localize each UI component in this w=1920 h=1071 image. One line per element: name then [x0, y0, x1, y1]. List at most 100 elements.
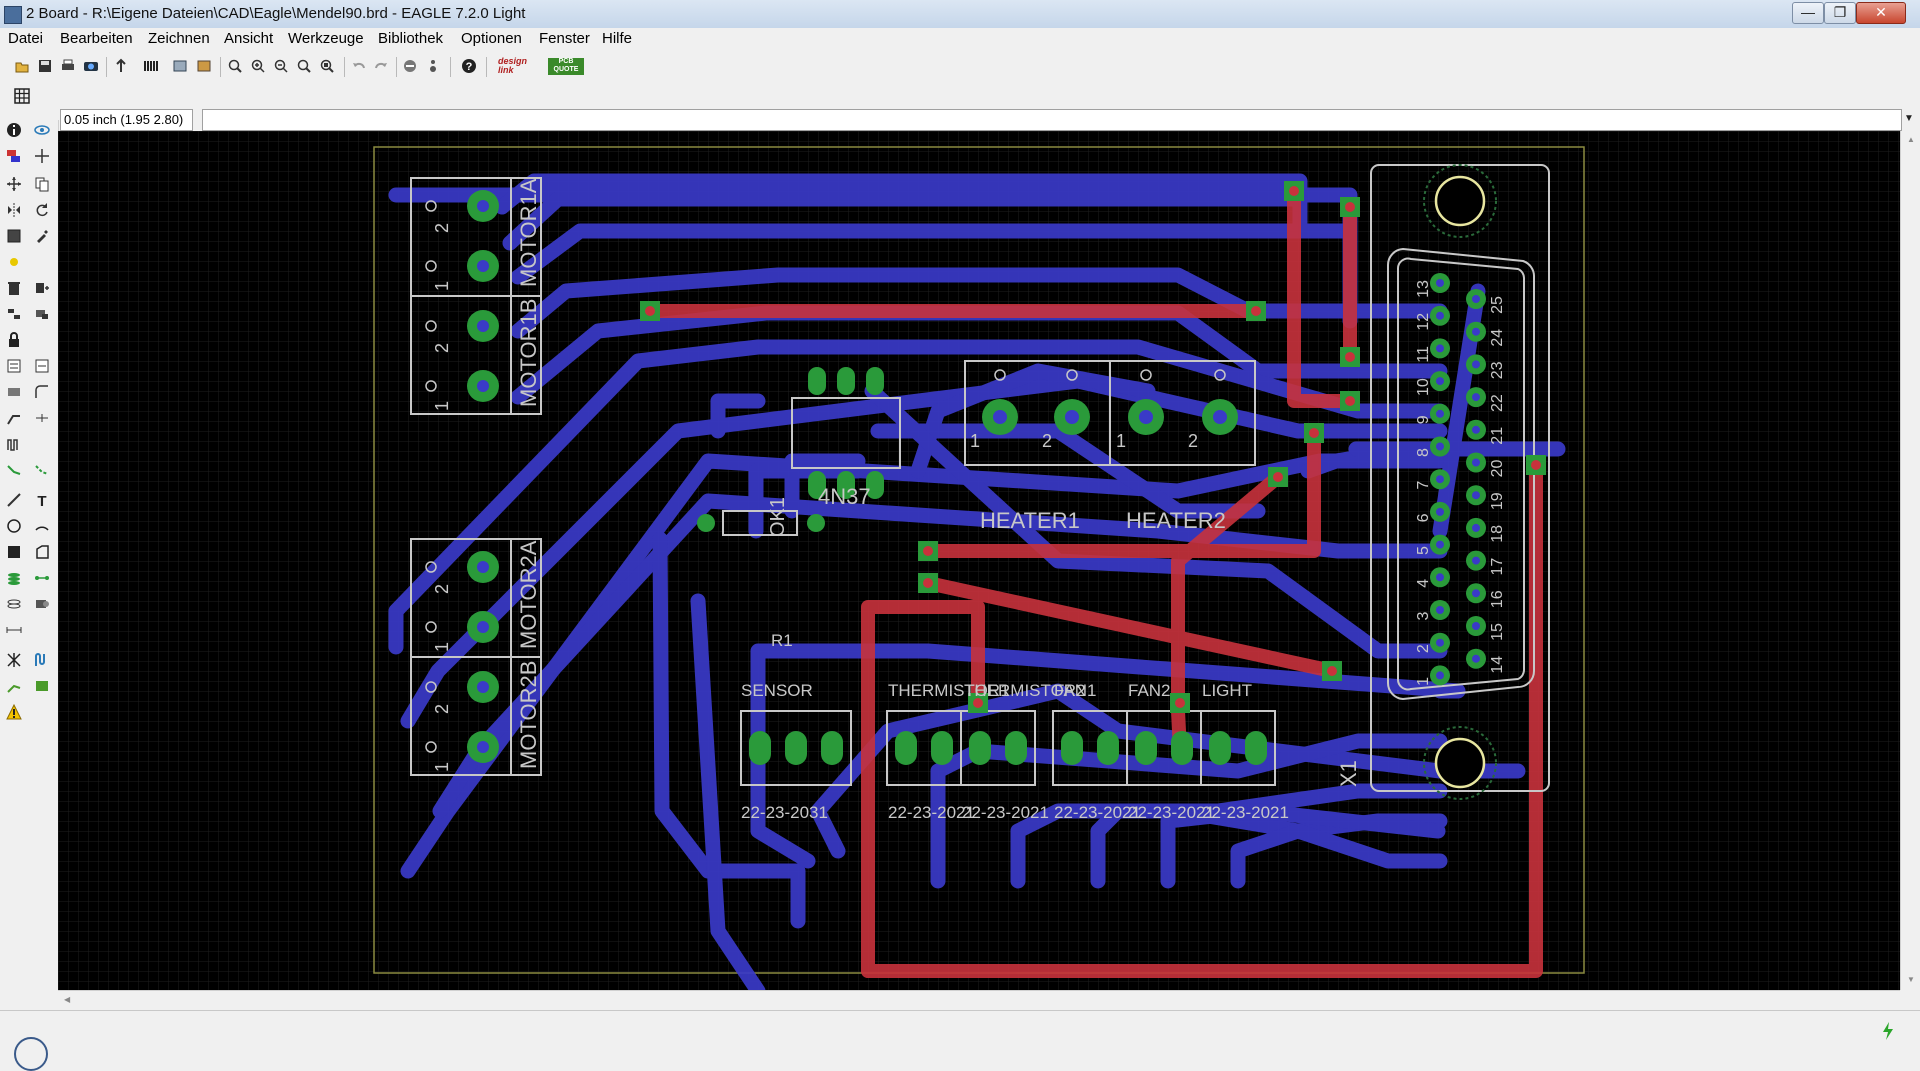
replace-icon[interactable]	[6, 306, 22, 322]
optimize-icon[interactable]	[34, 410, 50, 426]
lock-icon[interactable]	[34, 306, 50, 322]
name-icon[interactable]	[6, 358, 22, 374]
dsub-pin-label: 20	[1489, 460, 1506, 478]
arc-icon[interactable]	[34, 518, 50, 534]
motor1b-pads	[467, 310, 499, 402]
dsub-pin-drill	[1472, 523, 1480, 532]
circle-icon[interactable]	[6, 518, 22, 534]
vertical-scrollbar[interactable]: ▲ ▼	[1900, 131, 1920, 990]
ulp-icon[interactable]	[196, 58, 212, 74]
rotate-icon[interactable]	[34, 202, 50, 218]
wire-icon[interactable]	[6, 492, 22, 508]
dsub-pin-drill	[1472, 458, 1480, 467]
rect-icon[interactable]	[6, 544, 22, 560]
smash-icon[interactable]	[6, 384, 22, 400]
menu-bearbeiten[interactable]: Bearbeiten	[60, 30, 133, 47]
display-layers-icon[interactable]	[6, 148, 22, 164]
scroll-up-icon[interactable]: ▲	[1907, 135, 1915, 144]
value-icon[interactable]	[34, 358, 50, 374]
dsub-pin-drill	[1436, 573, 1444, 582]
meander-icon[interactable]	[6, 436, 22, 452]
dsub-pin-label: 24	[1489, 329, 1506, 347]
grid-icon[interactable]	[14, 88, 30, 104]
lock-part-icon[interactable]	[6, 332, 22, 348]
via	[918, 573, 938, 593]
menu-hilfe[interactable]: Hilfe	[602, 30, 633, 47]
save-icon[interactable]	[37, 58, 53, 74]
scroll-left-icon[interactable]: ◀	[64, 995, 71, 1004]
mirror-icon[interactable]	[6, 202, 22, 218]
scroll-down-icon[interactable]: ▼	[1907, 975, 1915, 984]
ripup-icon[interactable]	[34, 462, 50, 478]
print-icon[interactable]	[60, 58, 76, 74]
copy-icon[interactable]	[34, 176, 50, 192]
maximize-button[interactable]: ❐	[1824, 2, 1856, 24]
redo-icon[interactable]	[373, 58, 389, 74]
autorouter-icon[interactable]	[34, 652, 50, 668]
zoom-fit-icon[interactable]	[227, 58, 243, 74]
group-icon[interactable]	[6, 228, 22, 244]
zoom-out-icon[interactable]	[273, 58, 289, 74]
redraw-icon[interactable]	[296, 58, 312, 74]
dsub-pin-label: 11	[1415, 346, 1432, 363]
menu-zeichnen[interactable]: Zeichnen	[148, 30, 210, 47]
split-icon[interactable]	[6, 410, 22, 426]
delete-icon[interactable]	[6, 280, 22, 296]
command-history-dropdown-icon[interactable]: ▼	[1904, 113, 1914, 124]
drc-warning-icon[interactable]	[6, 704, 22, 720]
pcb-quote-icon[interactable]: PCB QUOTE	[548, 58, 584, 75]
text-icon[interactable]: T	[34, 492, 50, 508]
change-icon[interactable]	[34, 228, 50, 244]
menu-datei[interactable]: Datei	[8, 30, 44, 47]
mark-icon[interactable]	[34, 148, 50, 164]
info-icon[interactable]	[6, 122, 22, 138]
eagle-app-icon[interactable]	[4, 6, 22, 24]
design-link-icon[interactable]: design link	[498, 57, 540, 77]
undo-icon[interactable]	[351, 58, 367, 74]
minimize-button[interactable]: —	[1792, 2, 1824, 24]
command-toolbar: T	[0, 120, 59, 1000]
menu-bibliothek[interactable]: Bibliothek	[378, 30, 444, 47]
close-button[interactable]: ✕	[1856, 2, 1906, 24]
horizontal-scrollbar[interactable]: ◀	[58, 990, 1900, 1011]
via-icon[interactable]	[6, 570, 22, 586]
use-library-icon[interactable]	[143, 58, 159, 74]
paste-icon[interactable]	[6, 254, 22, 270]
zoom-select-icon[interactable]	[319, 58, 335, 74]
board-drawing[interactable]: 1312111098765432125242322212019181716151…	[58, 131, 1900, 990]
menu-fenster[interactable]: Fenster	[539, 30, 590, 47]
help-icon[interactable]: ?	[461, 58, 477, 74]
polygon-icon[interactable]	[34, 544, 50, 560]
zoom-in-icon[interactable]	[250, 58, 266, 74]
via	[1268, 467, 1288, 487]
open-icon[interactable]	[14, 58, 30, 74]
move-icon[interactable]	[6, 176, 22, 192]
pad	[1209, 731, 1231, 765]
script-icon[interactable]	[172, 58, 188, 74]
command-input[interactable]	[202, 109, 1902, 131]
cam-processor-icon[interactable]	[83, 58, 99, 74]
show-icon[interactable]	[34, 122, 50, 138]
signal-icon[interactable]	[34, 570, 50, 586]
bottom-trace	[510, 267, 1448, 339]
follow-me-icon[interactable]	[6, 678, 22, 694]
dimension-icon[interactable]	[6, 622, 22, 638]
via	[1340, 347, 1360, 367]
menu-werkzeuge[interactable]: Werkzeuge	[288, 30, 364, 47]
erc-icon[interactable]	[34, 678, 50, 694]
ok1-label: OK1	[767, 497, 789, 537]
go-icon[interactable]	[425, 58, 441, 74]
pad	[808, 367, 826, 395]
menu-ansicht[interactable]: Ansicht	[224, 30, 274, 47]
add-icon[interactable]	[34, 280, 50, 296]
ratsnest-icon[interactable]	[6, 652, 22, 668]
pin-label: 1	[1116, 431, 1126, 451]
hole-icon[interactable]	[6, 596, 22, 612]
menu-optionen[interactable]: Optionen	[461, 30, 522, 47]
stop-icon[interactable]	[402, 58, 418, 74]
board-schematic-switch-icon[interactable]	[113, 58, 129, 74]
miter-icon[interactable]	[34, 384, 50, 400]
attribute-icon[interactable]	[34, 596, 50, 612]
route-icon[interactable]	[6, 462, 22, 478]
